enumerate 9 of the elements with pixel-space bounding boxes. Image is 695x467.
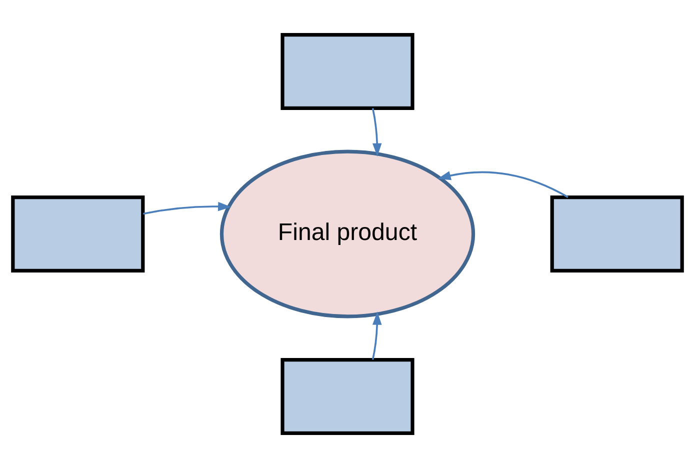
- node-ellipse: Final product: [220, 149, 476, 318]
- node-box: [280, 32, 414, 110]
- arrow: [438, 170, 568, 198]
- arrow: [143, 201, 232, 214]
- arrow: [372, 311, 382, 360]
- node-box: [550, 194, 684, 272]
- arrow: [372, 108, 382, 156]
- node-box: [11, 194, 145, 272]
- node-box: [280, 357, 414, 434]
